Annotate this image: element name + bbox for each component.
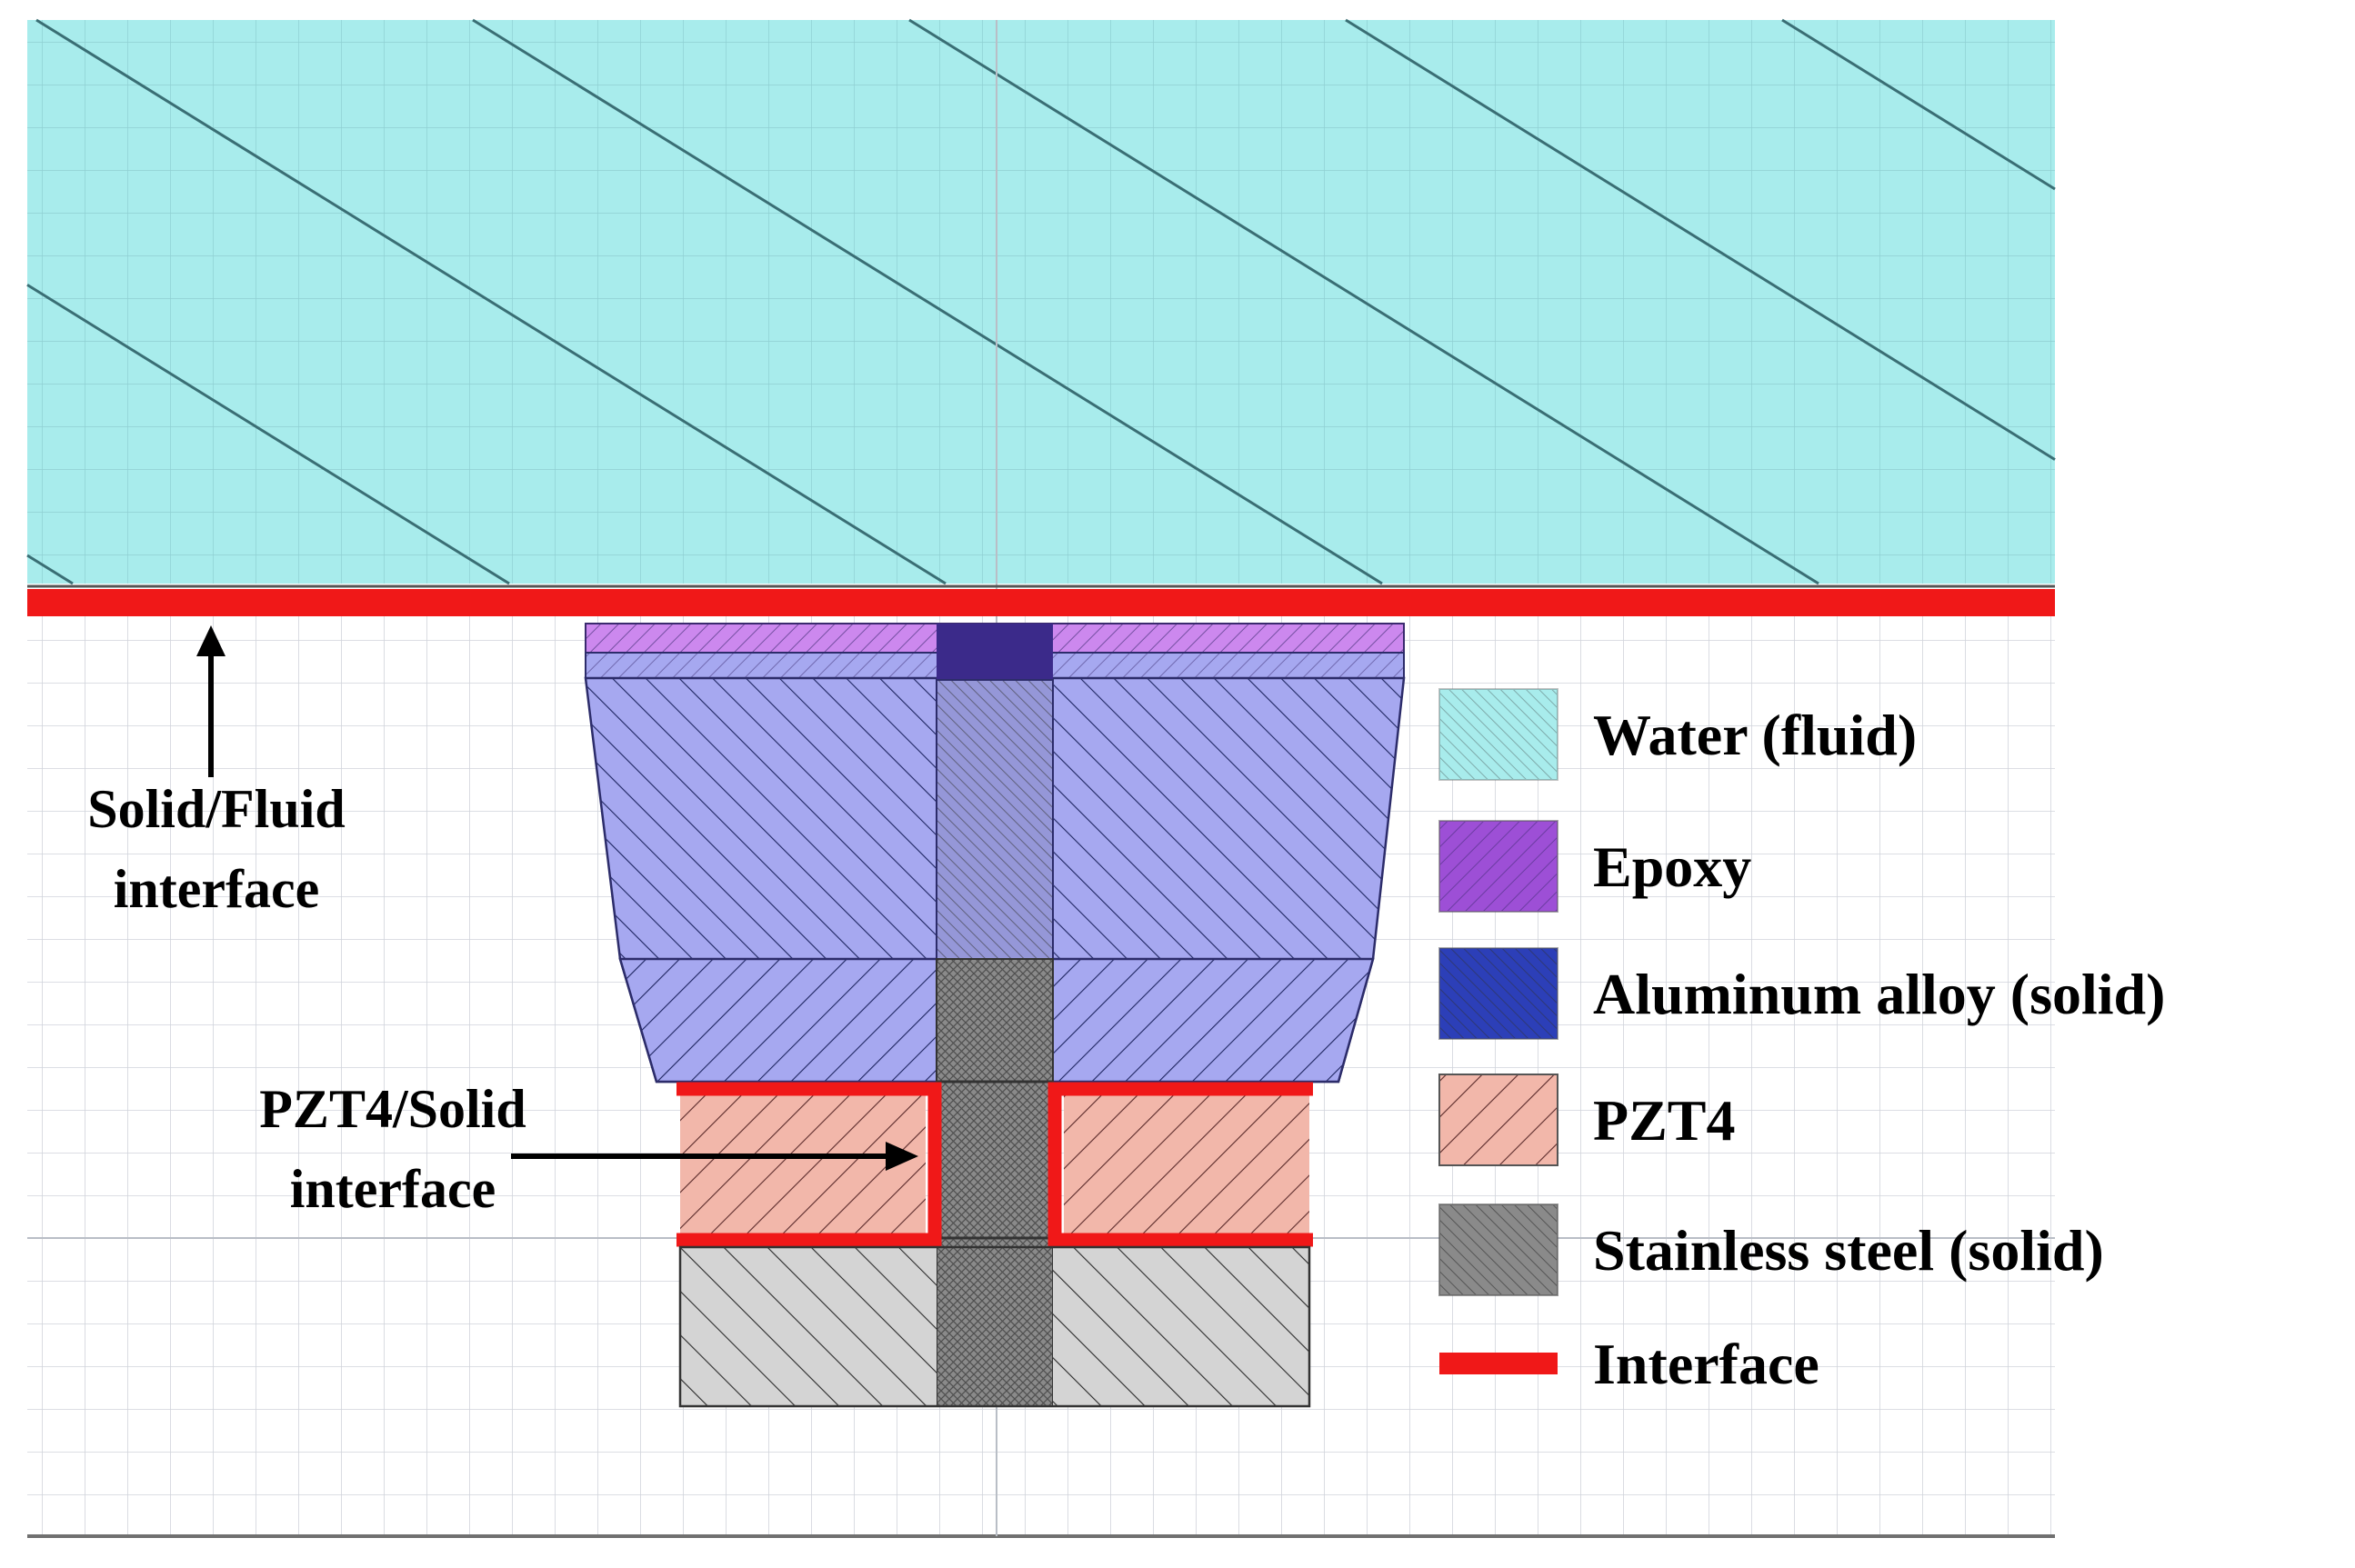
pzt-solid-label-line1: PZT4/Solid — [259, 1079, 526, 1139]
solid-fluid-annotation: Solid/Fluid interface — [87, 625, 346, 919]
water-region — [26, 18, 2056, 585]
legend-label-pzt4: PZT4 — [1593, 1088, 1735, 1153]
legend-swatch-hatch — [1438, 1074, 1558, 1166]
legend-item-interface: Interface — [1439, 1332, 1819, 1396]
water-hatch-line — [472, 18, 1383, 585]
legend-item-steel: Stainless steel (solid) — [1438, 1203, 2104, 1296]
pzt-solid-interface-lines — [676, 1082, 1313, 1247]
water-hatch-line — [1345, 18, 2056, 461]
pzt4-ring-left — [680, 1091, 926, 1236]
legend-swatch-interface — [1439, 1353, 1558, 1374]
legend-swatch-hatch — [1438, 688, 1558, 781]
water-hatch-line — [26, 284, 510, 585]
water-hatch-line — [26, 554, 74, 585]
water-hatch-line — [35, 18, 947, 585]
water-hatch-line — [908, 18, 1819, 585]
legend-item-aluminum: Aluminum alloy (solid) — [1438, 947, 2165, 1040]
legend-label-aluminum: Aluminum alloy (solid) — [1593, 962, 2165, 1026]
legend-item-pzt4: PZT4 — [1438, 1074, 1735, 1166]
legend-label-water: Water (fluid) — [1593, 703, 1917, 767]
legend-swatch-hatch — [1438, 1203, 1558, 1296]
legend-item-epoxy: Epoxy — [1438, 820, 1751, 913]
legend-label-epoxy: Epoxy — [1593, 834, 1751, 899]
pzt4-ring-right — [1064, 1091, 1309, 1236]
pzt-solid-annotation: PZT4/Solid interface — [259, 1079, 918, 1219]
legend-swatch-hatch — [1438, 947, 1558, 1040]
legend-label-steel: Stainless steel (solid) — [1593, 1218, 2104, 1283]
arrow-right-icon — [886, 1142, 918, 1171]
arrow-up-icon — [196, 625, 225, 656]
solid-fluid-label-line2: interface — [114, 859, 320, 919]
pzt-solid-label-line2: interface — [290, 1159, 496, 1219]
water-hatch-line — [1781, 18, 2056, 191]
solid-fluid-label-line1: Solid/Fluid — [87, 779, 345, 839]
legend-swatch-hatch — [1438, 820, 1558, 913]
stainless-steel-backing — [678, 1245, 1311, 1408]
central-bolt — [936, 624, 1054, 1407]
solid-fluid-interface-line — [27, 589, 2055, 616]
legend-label-interface: Interface — [1593, 1332, 1819, 1396]
transducer-assembly — [584, 623, 1406, 1408]
legend-item-water: Water (fluid) — [1438, 688, 1917, 781]
